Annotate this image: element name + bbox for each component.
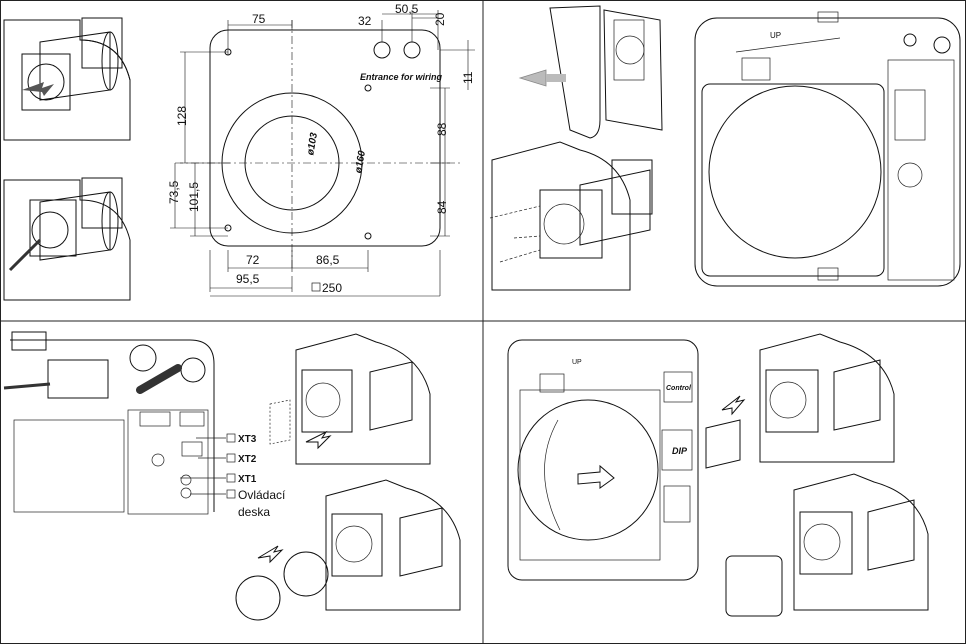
dip-label: DIP (672, 446, 688, 456)
dim-50-5: 50,5 (395, 2, 419, 16)
xt1-label: XT1 (238, 474, 257, 485)
filter-cylinder (235, 575, 281, 621)
housing-corner (10, 339, 215, 512)
panel-2-cover-removal: UP (489, 5, 961, 291)
dim-72: 72 (246, 253, 260, 267)
dim-11: 11 (461, 71, 475, 84)
wall-block (491, 141, 631, 291)
up-marker: UP (770, 31, 781, 40)
unit-frame (539, 189, 603, 259)
arrow-left (518, 69, 547, 87)
xt3-label: XT3 (238, 434, 257, 445)
fan-opening (708, 85, 882, 259)
dim-73-5: 73,5 (167, 180, 181, 204)
dim-101-5: 101,5 (187, 182, 201, 212)
front-cover (549, 5, 601, 139)
dim-250: 250 (322, 281, 342, 295)
dim-32: 32 (358, 14, 372, 28)
entrance-for-wiring-label: Entrance for wiring (360, 72, 443, 82)
control-board (127, 409, 209, 515)
dim-95-5: 95,5 (236, 272, 260, 286)
dim-dia-103: ø103 (305, 131, 320, 156)
xt2-label: XT2 (238, 454, 257, 465)
unit-housing-open (507, 339, 699, 581)
wall-block-lower (325, 479, 461, 611)
dim-84: 84 (435, 200, 449, 214)
dim-20: 20 (433, 12, 447, 26)
wiring-hole-2 (403, 41, 421, 59)
sleeve-cylinder (705, 419, 741, 469)
dim-dia-160: ø160 (353, 149, 368, 174)
board-label-line2: deska (238, 505, 270, 519)
panel-4-assembly: UP Control DIP (507, 333, 929, 617)
panel-3-wiring: XT3 XT2 XT1 Ovládací deska (3, 331, 461, 621)
unit-housing (694, 17, 961, 287)
wiring-hole-1 (373, 41, 391, 59)
dim-88: 88 (435, 122, 449, 136)
dim-128: 128 (175, 106, 189, 126)
wall-block-bottom (3, 177, 131, 301)
dim-75: 75 (252, 12, 266, 26)
front-cover-panel (725, 555, 783, 617)
wall-block-upper-right (759, 333, 895, 463)
wall-block-upper (295, 333, 431, 465)
wall-block-lower-right (793, 473, 929, 611)
wall-block-top (3, 17, 131, 141)
control-label: Control (666, 385, 692, 392)
board-label-line1: Ovládací (238, 488, 286, 502)
dim-86-5: 86,5 (316, 253, 340, 267)
insert-arrow (577, 464, 615, 489)
inner-module (603, 9, 663, 131)
up-marker-2: UP (572, 359, 582, 366)
mounting-plate-drawing: 75 32 50,5 20 11 Entrance for wiring 128… (167, 2, 475, 297)
panel-1-mounting-dimensions: 75 32 50,5 20 11 Entrance for wiring 128… (3, 2, 475, 301)
